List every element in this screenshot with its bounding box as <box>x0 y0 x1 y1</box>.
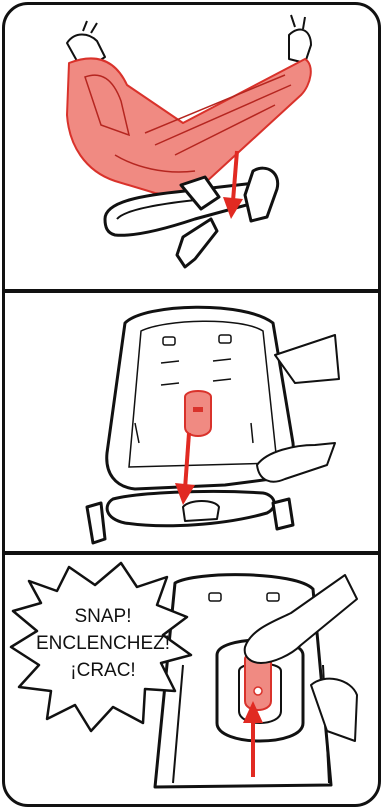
buckle-tab-illustration <box>185 391 211 436</box>
burst-line-1: SNAP! <box>19 603 187 630</box>
base-tray-illustration <box>87 491 293 543</box>
snap-burst-text: SNAP! ENCLENCHEZ! ¡CRAC! <box>19 603 187 684</box>
right-hand-illustration <box>289 15 311 63</box>
panel-3-snap-confirm: SNAP! ENCLENCHEZ! ¡CRAC! <box>5 555 378 804</box>
burst-line-2: ENCLENCHEZ! <box>19 630 187 657</box>
panel-1-seat-placement <box>5 5 378 289</box>
panel-2-buckle-attach <box>5 293 378 551</box>
burst-line-3: ¡CRAC! <box>19 657 187 684</box>
